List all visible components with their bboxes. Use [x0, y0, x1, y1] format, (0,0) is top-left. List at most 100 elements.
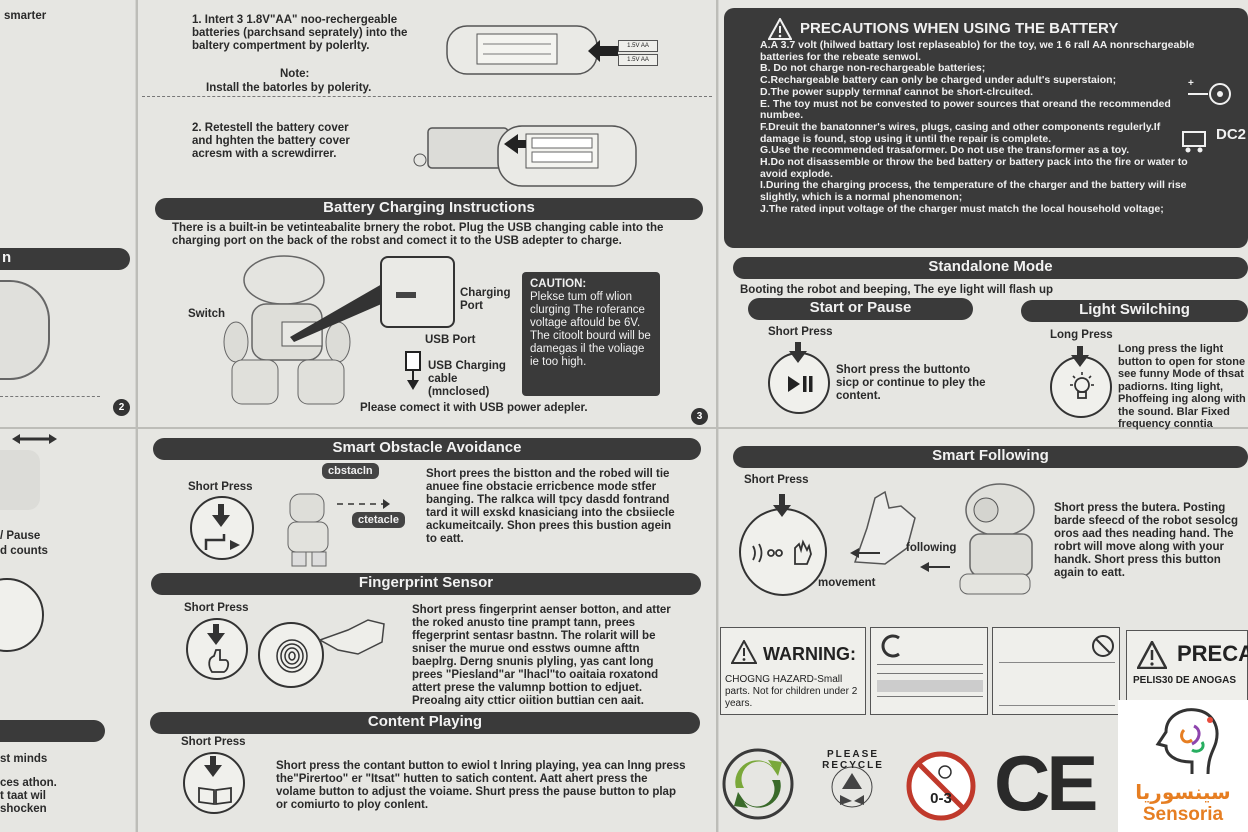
- play-arrow-stem: [795, 342, 801, 352]
- watermark-arabic: سينسوريا: [1135, 780, 1231, 804]
- standalone-subtitle: Booting the robot and beeping, The eye l…: [740, 284, 1054, 296]
- please-recycle-icon: PLEASE RECYCLE: [812, 745, 892, 825]
- please-recycle-text: PLEASE RECYCLE: [822, 749, 884, 771]
- battery-label-1: 1.5V AA: [618, 40, 658, 52]
- left-dashed-line: [0, 396, 100, 397]
- content-button-circle[interactable]: [183, 752, 245, 814]
- light-bulb-icon: [1070, 372, 1094, 399]
- battery-step2-text: 2. Retestell the battery cover and hghte…: [192, 122, 350, 160]
- left-bar-fragment: n: [2, 249, 12, 266]
- cart-battery-icon: [1180, 126, 1210, 159]
- left-pause-fragment2: d counts: [0, 545, 48, 557]
- content-press: Short Press: [181, 736, 246, 748]
- play-arrow-down-icon: [789, 351, 807, 363]
- battery-polarity-icon: +: [1186, 76, 1246, 117]
- play-pause-icon: [788, 376, 813, 392]
- obstacle-motion-arrows: [335, 496, 390, 512]
- start-pause-body: Short press the buttonto sicp or continu…: [836, 364, 986, 402]
- obstacle-path-icon: [204, 534, 240, 550]
- fold-line-right: [716, 0, 718, 832]
- following-title-bar: Smart Following: [733, 446, 1248, 468]
- page-number-2: 2: [113, 399, 130, 416]
- age-warning-icon: 0-3: [905, 750, 977, 822]
- center-dashed-line: [142, 96, 712, 97]
- precau-title: PRECAUTI: [1177, 641, 1248, 666]
- precaution-item-g: G.Use the recommended trasaformer. Do no…: [760, 144, 1130, 157]
- battery-step1-text: 1. Intert 3 1.8V"AA" noo-rechergeable ba…: [192, 14, 408, 52]
- green-dot-recycle-icon: [722, 748, 794, 820]
- obstacle-press: Short Press: [188, 481, 253, 493]
- ce-mark: CE: [994, 739, 1098, 827]
- precaution-item-b: B. Do not charge non-rechargeable batter…: [760, 62, 986, 75]
- movement-label: movement: [818, 577, 876, 589]
- battery-cover-illustration: [408, 120, 638, 192]
- precaution-item-h: H.Do not disassemble or throw the bed ba…: [760, 156, 1188, 180]
- precaution-triangle-icon: [1137, 641, 1167, 669]
- age-text: 0-3: [930, 790, 952, 807]
- obstacle-button-circle[interactable]: [190, 496, 254, 560]
- following-body: Short press the butera. Posting barde sf…: [1054, 502, 1239, 579]
- standalone-title-bar: Standalone Mode: [733, 257, 1248, 279]
- following-arrow-stem: [779, 494, 785, 506]
- fingerprint-press: Short Press: [184, 602, 249, 614]
- precaution-item-a: A.A 3.7 volt (hilwed battary lost replas…: [760, 39, 1195, 63]
- fingerprint-icon: [276, 639, 308, 673]
- left-lower-bar: [0, 720, 105, 742]
- obstacle-body: Short prees the bistton and the robed wi…: [426, 468, 675, 545]
- precaution-item-i: I.During the charging process, the tempe…: [760, 179, 1187, 204]
- precaution-item-j: J.The rated input voltage of the charger…: [760, 202, 1164, 215]
- insert-arrow-icon: [588, 40, 618, 62]
- book-icon: [198, 786, 232, 806]
- battery-label-2-text: 1.5V AA: [627, 57, 649, 63]
- fingerprint-button-circle[interactable]: [186, 618, 248, 680]
- start-pause-title-bar: Start or Pause: [748, 298, 973, 320]
- charging-port-label: Charging Port: [460, 287, 511, 312]
- sensoria-watermark: سينسوريا Sensoria: [1118, 700, 1248, 832]
- left-lower-fragment4: shocken: [0, 803, 47, 815]
- finger-press-icon: [208, 649, 230, 673]
- following-label: following: [906, 542, 957, 554]
- warning-triangle-small-icon: [731, 640, 757, 664]
- usb-port-label: USB Port: [425, 334, 476, 346]
- precautions-title: PRECAUTIONS WHEN USING THE BATTERY: [800, 20, 1119, 37]
- port-zoom-box: [380, 256, 455, 328]
- content-arrow-down-icon: [204, 765, 222, 777]
- charging-footer: Please comect it with USB power adepler.: [360, 402, 588, 414]
- precaution-item-e: E. The toy must not be convested to powe…: [760, 97, 1171, 122]
- precautions-box: PRECAUTIONS WHEN USING THE BATTERY A.A 3…: [724, 8, 1248, 248]
- fingerprint-arrow-down-icon: [207, 633, 225, 645]
- light-switching-body: Long press the light button to open for …: [1118, 343, 1246, 430]
- hand-illustration: [845, 488, 925, 568]
- precautions-list: A.A 3.7 volt (hilwed battary lost replas…: [760, 39, 1200, 216]
- precau-body: PELIS30 DE ANOGAS: [1133, 675, 1236, 686]
- fingerprint-title-bar: Fingerprint Sensor: [151, 573, 701, 595]
- page-number-3: 3: [691, 408, 708, 425]
- left-pause-fragment: / Pause: [0, 530, 41, 542]
- light-button-circle[interactable]: [1050, 346, 1112, 418]
- left-arrow-icon: [12, 432, 57, 446]
- battery-note-body: Install the batorles by polerity.: [206, 82, 372, 94]
- content-body: Short press the contant button to ewiol …: [276, 760, 686, 811]
- warning-triangle-icon: [767, 16, 793, 45]
- charging-title-bar: Battery Charging Instructions: [155, 198, 703, 220]
- precaution-item-c: C.Rechargeable battery can only be charg…: [760, 74, 1117, 87]
- following-button-circle[interactable]: [739, 494, 827, 596]
- left-lower-fragment2: ces athon.: [0, 777, 57, 789]
- following-arrow-down-icon: [773, 505, 791, 517]
- caution-box: CAUTION: Plekse tum off wlion clurging T…: [522, 272, 660, 396]
- following-arrow-icon: [920, 560, 950, 572]
- obstacle-title-bar: Smart Obstacle Avoidance: [153, 438, 701, 460]
- dc-label: DC2: [1216, 126, 1247, 143]
- fold-line-left: [136, 0, 138, 832]
- cert-logo-icon: [881, 634, 900, 658]
- play-pause-button-circle[interactable]: [768, 342, 830, 414]
- content-title-bar: Content Playing: [150, 712, 700, 734]
- left-robot-partial: [0, 450, 40, 510]
- head-logo-icon: [1155, 708, 1219, 775]
- left-lower-fragment3: t taat wil: [0, 790, 47, 802]
- charging-body: There is a built-in be vetinteabalite br…: [172, 222, 664, 247]
- obstacle-robot-illustration: [280, 490, 340, 570]
- content-arrow-stem: [210, 756, 216, 766]
- usb-cable-label: USB Charging cable (mnclosed): [428, 360, 506, 398]
- obstacle-arrow-down-icon: [212, 515, 230, 527]
